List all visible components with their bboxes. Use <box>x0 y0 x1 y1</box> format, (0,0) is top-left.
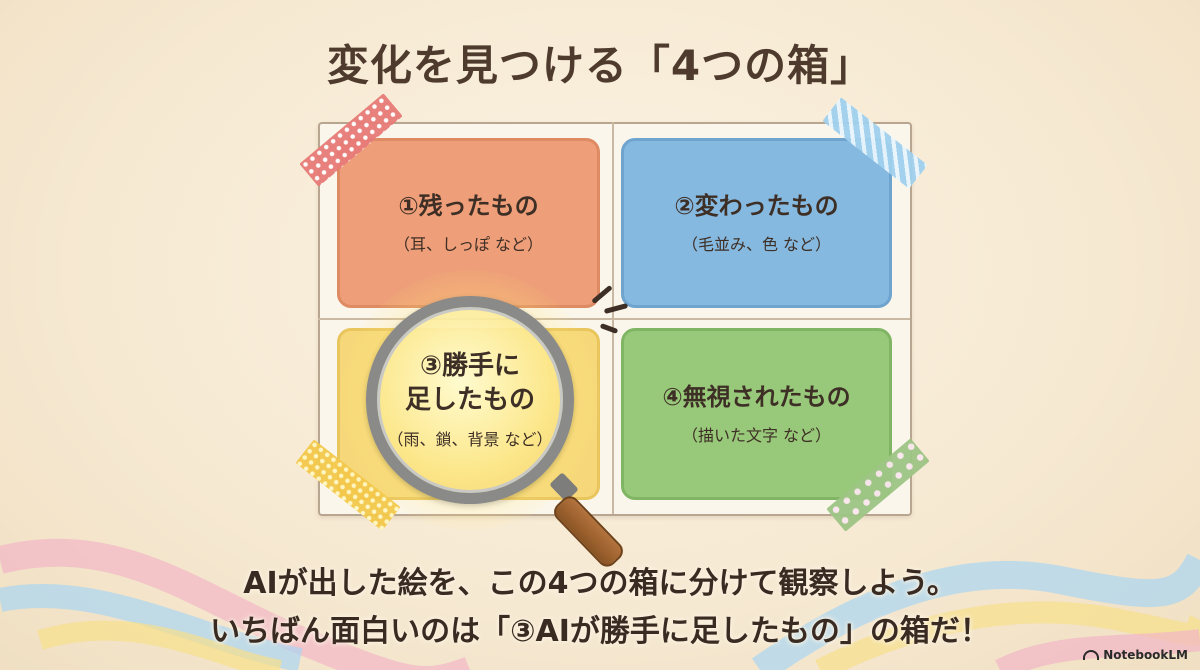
box-ignored: ④無視されたもの （描いた文字 など） <box>621 328 892 500</box>
box-ignored-examples: （描いた文字 など） <box>681 426 832 445</box>
caption-line-1: AIが出した絵を、この4つの箱に分けて観察しよう。 <box>243 566 957 601</box>
box-changed-examples: （毛並み、色 など） <box>681 235 832 254</box>
box-changed-title: ②変わったもの <box>674 192 839 220</box>
notebooklm-logo-icon <box>1083 650 1100 660</box>
box-added-title-line1: ③勝手に <box>419 351 520 382</box>
box-remained-title: ①残ったもの <box>398 192 539 220</box>
box-added-title-line2: 足したもの <box>404 385 535 415</box>
magnifying-glass-icon: ③勝手に 足したもの （雨、鎖、背景 など） <box>366 296 574 504</box>
box-added-examples: （雨、鎖、背景 など） <box>387 429 553 449</box>
page-title: 変化を見つける「4つの箱」 <box>326 41 874 90</box>
paper-fold-horizontal <box>318 318 910 320</box>
box-ignored-title: ④無視されたもの <box>662 383 851 411</box>
brand-watermark: NotebookLM <box>1083 648 1188 662</box>
box-changed: ②変わったもの （毛並み、色 など） <box>621 138 892 308</box>
box-remained-examples: （耳、しっぽ など） <box>393 235 544 254</box>
caption-line-2: いちばん面白いのは「③AIが勝手に足したもの」の箱だ！ <box>210 614 990 649</box>
brand-name: NotebookLM <box>1103 648 1188 662</box>
